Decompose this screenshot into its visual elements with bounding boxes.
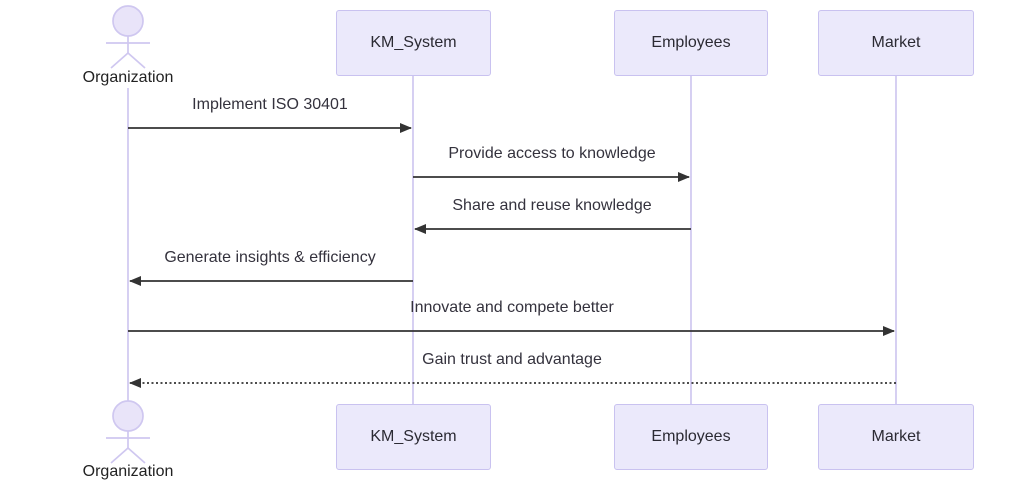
participant-employees-bottom: Employees: [614, 404, 768, 470]
message-label-implement-iso: Implement ISO 30401: [192, 96, 348, 113]
participant-market-top: Market: [818, 10, 974, 76]
message-label-provide-access: Provide access to knowledge: [448, 145, 656, 162]
message-label-gain-trust: Gain trust and advantage: [422, 351, 602, 368]
actor-leg-right: [127, 52, 146, 69]
participant-km-system-bottom: KM_System: [336, 404, 491, 470]
actor-head: [112, 400, 144, 432]
message-label-share-reuse: Share and reuse knowledge: [452, 197, 652, 214]
actor-leg-left: [110, 447, 129, 464]
message-label-generate-insights: Generate insights & efficiency: [164, 249, 376, 266]
message-label-innovate-compete: Innovate and compete better: [410, 299, 614, 316]
actor-head: [112, 5, 144, 37]
organization-actor-icon-bottom: [106, 400, 150, 464]
actor-leg-left: [110, 52, 129, 69]
actor-label-organization-bottom: Organization: [82, 463, 174, 480]
participant-market-bottom: Market: [818, 404, 974, 470]
participant-km-system-top: KM_System: [336, 10, 491, 76]
actor-label-organization-top: Organization: [82, 69, 174, 86]
participant-employees-top: Employees: [614, 10, 768, 76]
organization-actor-icon: [106, 5, 150, 69]
actor-leg-right: [127, 447, 146, 464]
